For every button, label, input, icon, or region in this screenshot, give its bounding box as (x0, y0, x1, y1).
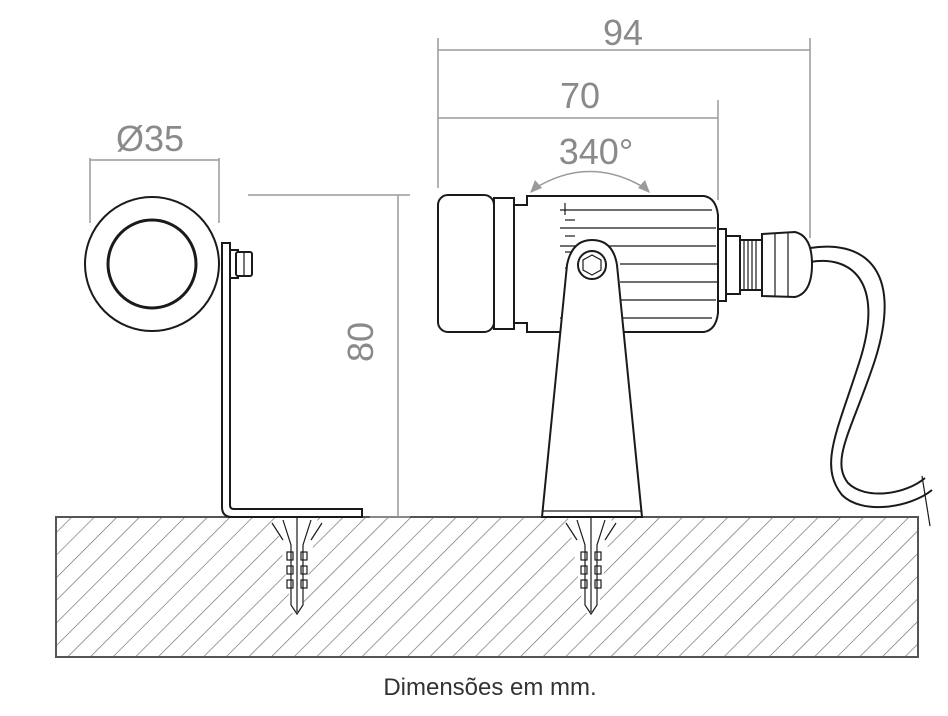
side-view (437, 194, 933, 527)
diameter-label: Ø35 (116, 118, 184, 159)
front-cap (437, 194, 495, 333)
dimension-lines (89, 38, 811, 518)
wall-plug-right (565, 517, 617, 616)
wall-plug-left (271, 517, 323, 616)
cable-gland (761, 230, 814, 299)
cable (809, 245, 926, 495)
rotation-label: 340° (559, 131, 633, 172)
rotation-arc (531, 170, 649, 191)
lamp-lens (106, 218, 198, 310)
l-bracket (221, 242, 363, 518)
mounting-stake (540, 238, 644, 518)
total-length-label: 94 (603, 12, 643, 53)
caption: Dimensões em mm. (383, 674, 596, 701)
height-label: 80 (340, 322, 381, 362)
front-view (84, 196, 363, 518)
body-length-label: 70 (560, 75, 600, 116)
ground-section (55, 516, 919, 658)
